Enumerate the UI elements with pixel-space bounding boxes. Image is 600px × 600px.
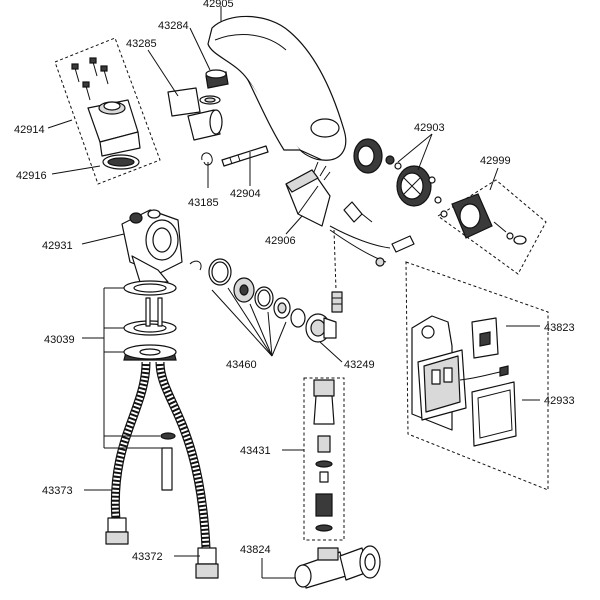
- callout-cold-hose: 43372: [132, 551, 163, 563]
- callout-pin: 42904: [230, 188, 261, 200]
- mount-assembly-box: [54, 37, 161, 185]
- callout-top-nut: 43284: [158, 20, 189, 32]
- sensor-module-box: [437, 179, 547, 275]
- valve-body: [121, 209, 183, 283]
- callout-gasket: 42916: [16, 170, 47, 182]
- clip: [201, 152, 213, 166]
- callout-repair-kit: 43460: [226, 359, 257, 371]
- angle-stop-valve: [294, 545, 381, 589]
- callout-solenoid-valve: 42906: [265, 235, 296, 247]
- aerator-body: [187, 109, 223, 141]
- callouts: 42905 43284 43285 42914 42916 42903 4299…: [14, 0, 575, 563]
- hose-small-parts: [160, 432, 176, 491]
- check-valve-parts: [313, 379, 335, 532]
- pin: [221, 145, 269, 167]
- callout-sensor-module: 42999: [480, 155, 511, 167]
- solenoid-valve: [285, 161, 415, 313]
- callout-hose-kit: 43039: [44, 334, 75, 346]
- callout-plug-fitting: 43249: [344, 359, 375, 371]
- callout-spout: 42905: [203, 0, 234, 10]
- leader-lines: [47, 6, 540, 579]
- mount-block: [87, 99, 141, 157]
- callout-check-valve-kit: 43431: [240, 445, 271, 457]
- aerator-insert: [167, 87, 201, 117]
- mount-screws: [71, 57, 109, 101]
- repair-kit-parts: [189, 258, 306, 328]
- callout-hot-hose: 43373: [42, 485, 73, 497]
- gasket-ring: [102, 154, 140, 170]
- callout-control-box: 42933: [544, 395, 575, 407]
- cold-hose: [155, 361, 219, 579]
- hot-hose: [105, 361, 151, 545]
- sensor-module: [440, 193, 527, 245]
- cover-plate-parts: [353, 138, 442, 207]
- control-box: [417, 349, 509, 421]
- control-box-frame: [405, 261, 549, 491]
- callout-aerator: 43285: [126, 38, 157, 50]
- control-cover: [471, 381, 517, 447]
- callout-battery-holder: 43823: [544, 322, 575, 334]
- callout-angle-stop: 43824: [240, 544, 271, 556]
- callout-clip: 43185: [188, 197, 219, 209]
- top-nut: [205, 69, 229, 89]
- plug-fitting: [305, 313, 337, 343]
- spout: [207, 15, 347, 161]
- callout-cover-plate: 42903: [414, 122, 445, 134]
- callout-valve-body: 42931: [42, 240, 73, 252]
- hose-washers: [123, 280, 177, 361]
- callout-mount-assembly: 42914: [14, 124, 45, 136]
- battery-holder: [471, 317, 499, 359]
- small-washer: [199, 95, 221, 105]
